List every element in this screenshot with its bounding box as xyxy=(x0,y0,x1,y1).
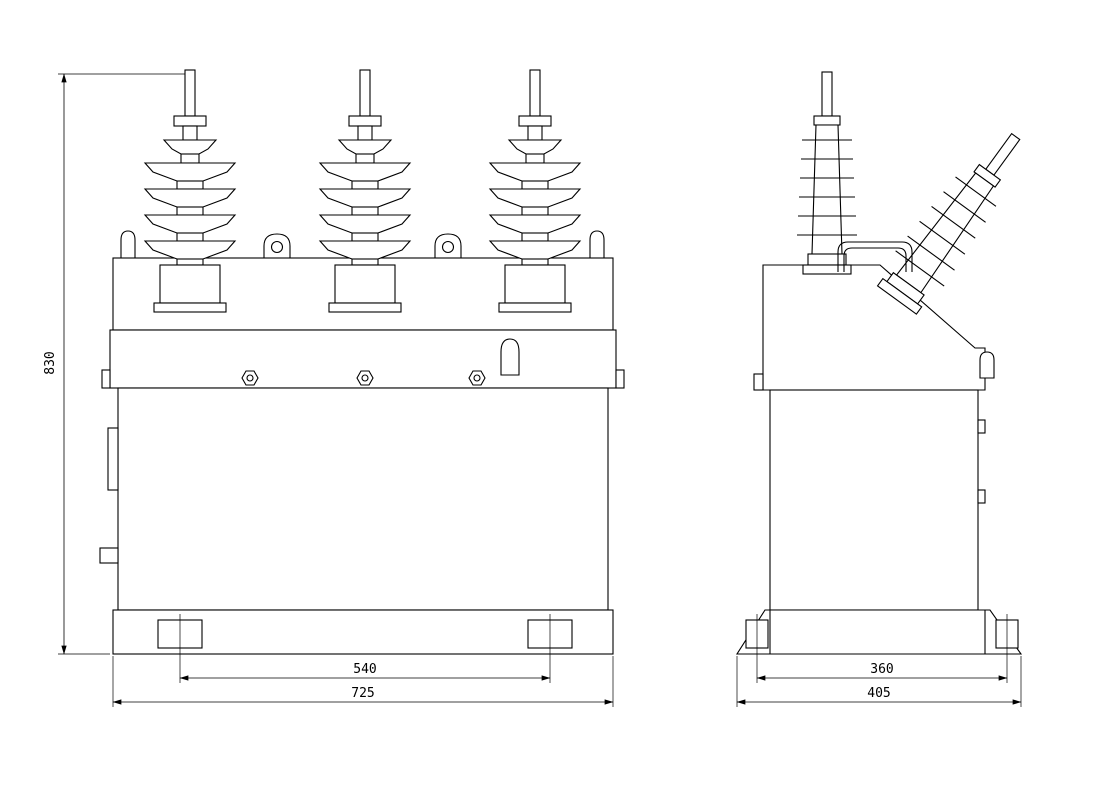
flange-tab-right xyxy=(615,369,625,389)
side-tank-body xyxy=(769,389,979,611)
side-flange-tab-left xyxy=(753,373,764,391)
left-edge-seam xyxy=(107,427,119,491)
keyhole-slot xyxy=(500,338,520,376)
side-fitting-lower xyxy=(977,489,986,504)
side-base-skid xyxy=(735,609,1023,655)
dim-label-side-width: 405 xyxy=(867,686,890,701)
dimension-height: 830 xyxy=(43,73,185,655)
dimension-side-width: 405 xyxy=(736,656,1022,707)
lifting-eye-hole-left xyxy=(270,240,284,254)
bushing-side-slanted xyxy=(872,118,1041,319)
flange-tab-left xyxy=(101,369,111,389)
side-top-cover xyxy=(762,264,986,391)
dimension-side-span: 360 xyxy=(756,662,1008,681)
front-view xyxy=(99,69,625,683)
flange-bolt-2 xyxy=(356,370,374,386)
dim-label-side-span: 360 xyxy=(870,662,893,677)
handle-hoop-outer xyxy=(837,241,913,272)
dim-label-front-width: 725 xyxy=(351,686,374,701)
dimension-front-width: 725 xyxy=(112,656,614,707)
side-view xyxy=(735,71,1041,683)
lifting-eye-left xyxy=(263,233,291,260)
side-fitting-upper xyxy=(977,419,986,434)
dimensions: 830 540 725 360 405 xyxy=(43,73,1022,707)
bushing-side-vertical xyxy=(796,71,858,275)
lifting-hook-left xyxy=(120,230,136,259)
dim-label-front-span: 540 xyxy=(353,662,376,677)
flange-bolt-1 xyxy=(241,370,259,386)
lifting-hook-right xyxy=(589,230,605,259)
dim-label-height: 830 xyxy=(43,351,58,374)
front-tank-body xyxy=(117,387,609,611)
lifting-eye-hole-right xyxy=(441,240,455,254)
flange-bolt-3 xyxy=(468,370,486,386)
left-edge-fitting xyxy=(99,547,119,564)
side-bracket xyxy=(979,351,995,379)
handle-hoop-inner xyxy=(843,247,907,272)
dimension-front-span: 540 xyxy=(179,662,551,681)
lifting-eye-right xyxy=(434,233,462,260)
